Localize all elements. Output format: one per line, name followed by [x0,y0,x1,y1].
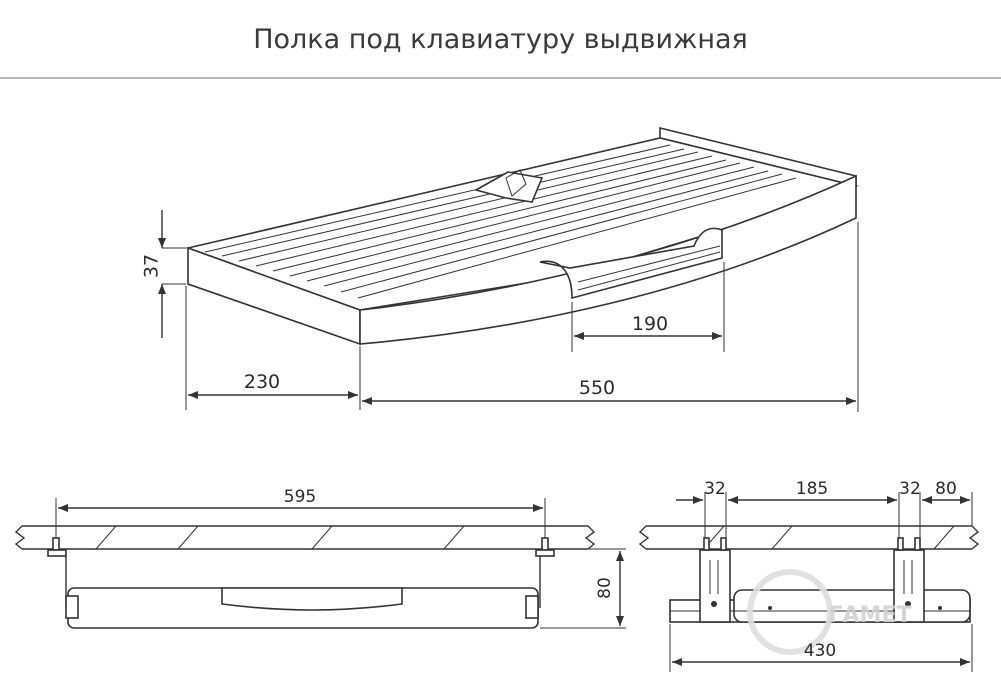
watermark-text: ГАМЕТ [829,603,912,628]
dim-230-label: 230 [244,371,280,393]
dim-430-label: 430 [804,641,836,661]
dim-190-label: 190 [632,313,668,335]
dim-32b-label: 32 [899,479,921,499]
dimension-side-top: 32 185 32 80 [676,479,973,538]
watermark-logo: ГАМЕТ [747,569,912,655]
page-title: Полка под клавиатуру выдвижная [253,24,748,55]
dimension-width-595: 595 [55,487,546,538]
dimension-offset-230: 230 [185,286,361,410]
dimension-cutout-190: 190 [571,262,725,352]
dim-37-label: 37 [141,254,163,278]
dimension-length-550: 550 [362,222,859,412]
shelf-isometric-view [185,126,859,346]
dim-80h-label: 80 [935,479,957,499]
shelf-side-view: ГАМЕТ [638,525,980,655]
dimension-side-430: 430 [669,624,973,672]
dimension-height-37: 37 [141,210,186,338]
dim-185-label: 185 [796,479,828,499]
dimension-height-80: 80 [540,548,626,629]
dim-550-label: 550 [579,377,615,399]
dim-80v-label: 80 [595,577,615,599]
dim-595-label: 595 [284,487,316,507]
shelf-front-view [14,525,596,629]
dim-32a-label: 32 [704,479,726,499]
title-divider [0,77,1001,79]
